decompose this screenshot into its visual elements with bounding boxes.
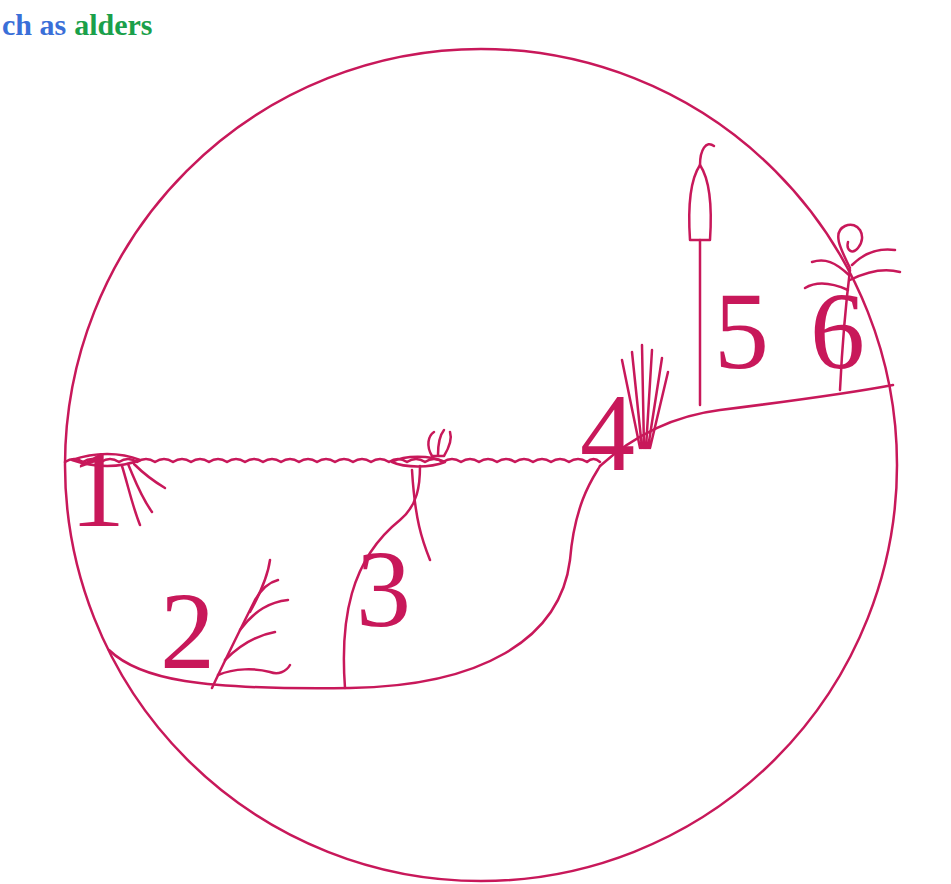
- cattail: [689, 144, 714, 405]
- heading-fragment: alders: [74, 10, 152, 40]
- pond-bottom: [109, 466, 600, 688]
- view-circle: [65, 49, 897, 881]
- alder-shrub: [805, 225, 900, 390]
- heading-fragment: ch as: [2, 10, 66, 40]
- callout-number: 5: [712, 282, 771, 381]
- callout-number: 6: [808, 282, 867, 381]
- callout-number: 4: [578, 384, 637, 483]
- water-surface: [65, 459, 600, 462]
- water-lily: [344, 430, 451, 688]
- callout-number: 3: [354, 540, 413, 639]
- submerged-plant: [212, 560, 290, 688]
- callout-number: 2: [158, 582, 217, 681]
- callout-number: 1: [68, 440, 127, 539]
